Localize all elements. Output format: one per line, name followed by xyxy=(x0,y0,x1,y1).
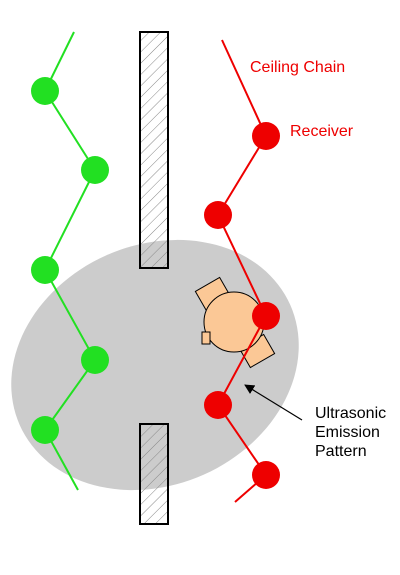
wall-top xyxy=(139,31,169,269)
receiver-node xyxy=(252,122,280,150)
ceiling-chain-label: Ceiling Chain xyxy=(250,59,345,76)
emission-label-line3: Pattern xyxy=(315,443,367,460)
emission-label-line2: Emission xyxy=(315,424,380,441)
green-chain-node xyxy=(81,346,109,374)
green-chain-node xyxy=(81,156,109,184)
green-chain-node xyxy=(31,416,59,444)
person-nose xyxy=(201,331,211,345)
green-chain-node xyxy=(31,256,59,284)
emission-pointer-arrow xyxy=(244,384,303,421)
green-chain-node xyxy=(31,77,59,105)
emission-label-line1: Ultrasonic xyxy=(315,405,386,422)
receiver-label: Receiver xyxy=(290,123,354,140)
wall-bottom xyxy=(139,423,169,525)
red-chain-node xyxy=(204,201,232,229)
person-figure xyxy=(194,276,276,369)
red-ceiling-chain xyxy=(204,39,280,503)
red-chain-node xyxy=(252,302,280,330)
emission-pattern-zone xyxy=(11,239,299,491)
red-chain-node xyxy=(252,461,280,489)
green-ceiling-chain xyxy=(31,31,109,491)
red-chain-node xyxy=(204,391,232,419)
